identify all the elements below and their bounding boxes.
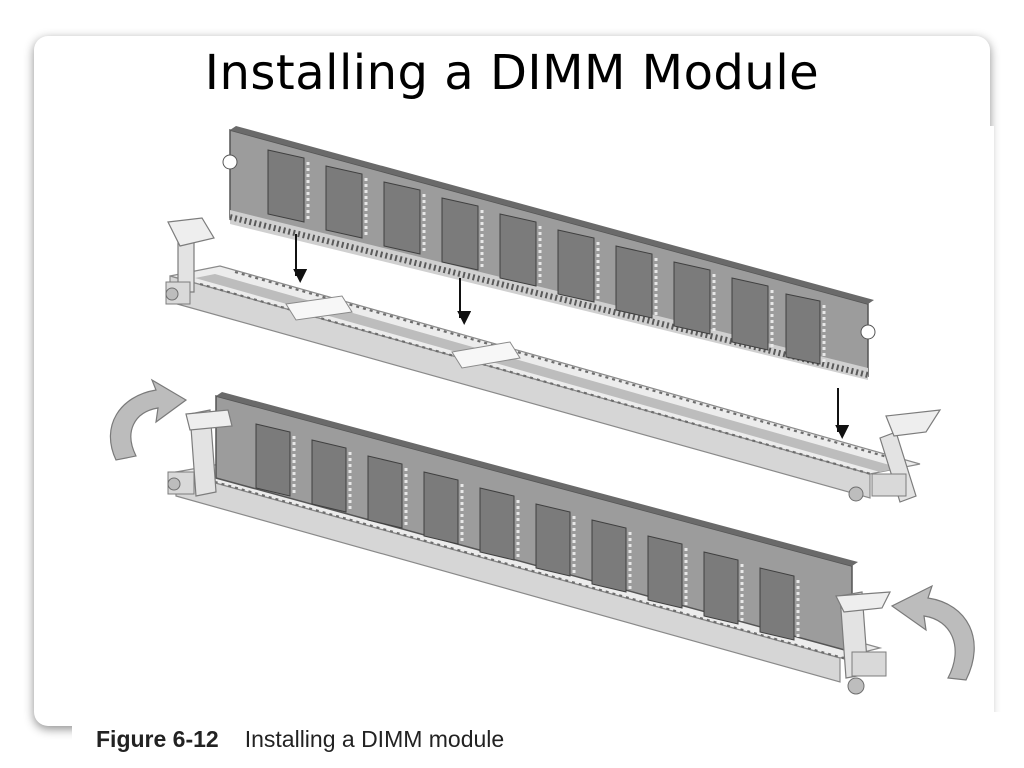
bottom-left-latch	[167, 409, 233, 497]
left-rotate-arrow-icon	[109, 378, 188, 461]
top-left-latch	[165, 217, 215, 305]
bottom-right-latch	[835, 591, 892, 695]
top-memory-slot	[169, 265, 921, 499]
bottom-dimm-module	[215, 392, 858, 653]
dimm-illustration	[60, 126, 994, 720]
figure-caption: Figure 6-12 Installing a DIMM module	[96, 726, 504, 753]
figure-number: Figure 6-12	[96, 726, 219, 752]
right-rotate-arrow-icon	[890, 584, 975, 681]
dimm-illustration-svg	[109, 126, 975, 695]
insertion-arrows	[293, 234, 850, 439]
top-right-latch	[848, 409, 942, 503]
figure-caption-text: Installing a DIMM module	[244, 726, 505, 752]
top-dimm-module	[222, 126, 876, 380]
caption-strip	[72, 712, 1024, 768]
slide-title: Installing a DIMM Module	[204, 45, 820, 101]
